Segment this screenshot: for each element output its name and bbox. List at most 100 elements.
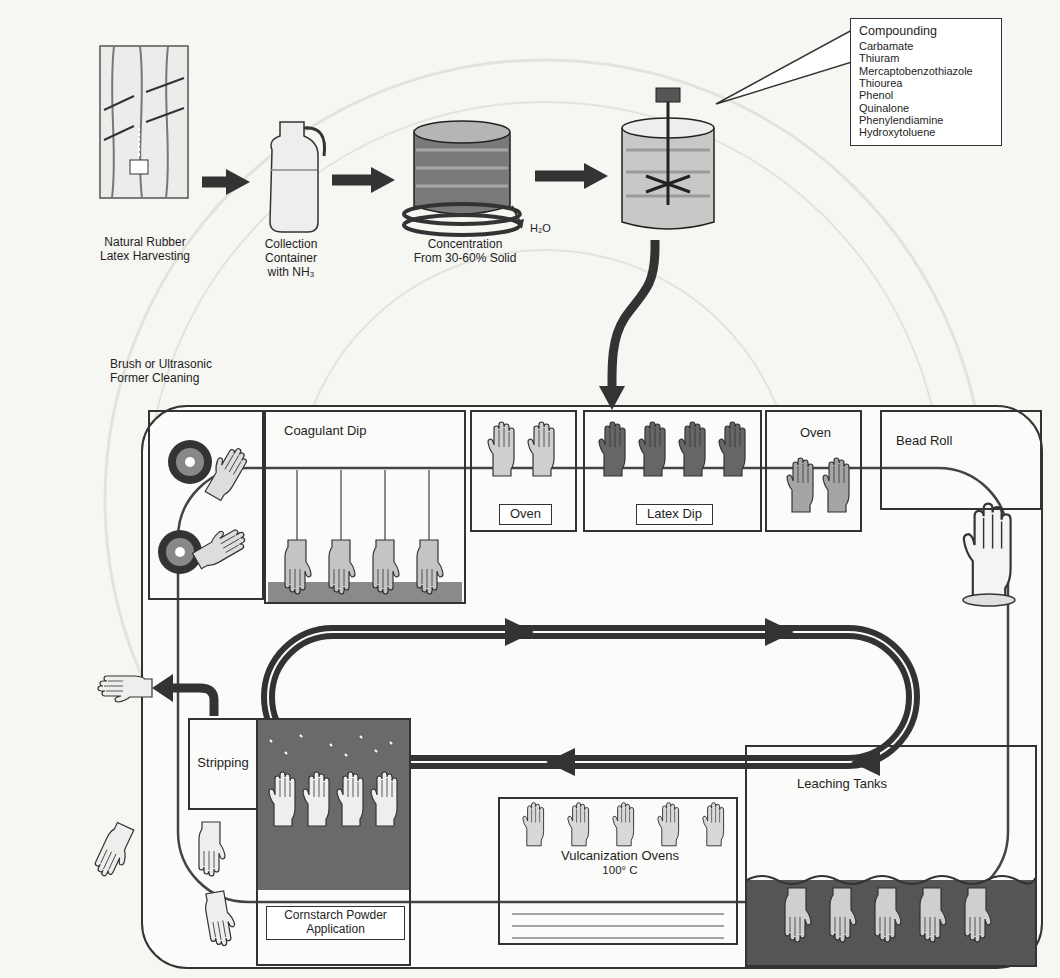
stage-caption: Collection Container with NH₃ — [255, 238, 327, 279]
latex-cup — [130, 160, 148, 174]
glove-former — [528, 422, 554, 476]
cleaning-brush — [185, 457, 195, 467]
text-area: Bead Roll — [896, 434, 1016, 449]
water-outlet-head — [515, 219, 524, 229]
glove-former — [523, 803, 544, 846]
glove-former — [703, 803, 724, 846]
temperature-value: 100° C — [510, 864, 730, 877]
process-station: Brush or Ultrasonic Former Cleaning — [148, 410, 264, 600]
text-area: Oven — [773, 426, 858, 441]
process-stage: Concentration From 30-60% Solid — [395, 95, 535, 280]
glove-former — [303, 772, 329, 826]
glove-former — [920, 888, 946, 942]
glove-former — [329, 540, 355, 594]
stream-label: H₂O — [530, 222, 551, 234]
latex-coated-former — [639, 422, 665, 476]
station-label: Oven — [499, 504, 552, 525]
glove-former — [658, 803, 679, 846]
flow-arrow — [332, 175, 371, 186]
text-area: Brush or Ultrasonic Former Cleaning — [110, 358, 228, 386]
bowl-rim — [414, 121, 510, 143]
stripped-glove — [199, 822, 225, 876]
glove-former — [417, 540, 443, 594]
text-area: Vulcanization Ovens100° C — [510, 849, 730, 877]
additive-item: Quinalone — [859, 102, 993, 114]
process-station: Coagulant Dip — [264, 410, 466, 604]
jug-handle — [304, 128, 325, 156]
bark-lines — [112, 46, 168, 198]
glove-former — [785, 888, 811, 942]
glove-former — [269, 772, 295, 826]
station-label: Oven — [773, 426, 858, 441]
former-rod — [297, 470, 429, 542]
station-label: Bead Roll — [896, 434, 1016, 449]
text-area: Collection Container with NH₃ — [255, 238, 327, 279]
latex-level — [271, 169, 317, 171]
glove-former — [568, 803, 589, 846]
station-label: Latex Dip — [636, 504, 713, 525]
additive-item: Thiuram — [859, 52, 993, 64]
process-station: Cornstarch Powder Application — [256, 718, 411, 966]
latex-coated-former — [679, 422, 705, 476]
glove-former — [875, 888, 901, 942]
glove-former — [371, 772, 397, 826]
additive-item: Hydroxytoluene — [859, 126, 993, 138]
process-stage: Collection Container with NH₃ — [250, 100, 332, 286]
process-station: Oven — [765, 410, 862, 532]
additive-item: Thiourea — [859, 77, 993, 89]
oven-grill — [512, 914, 724, 938]
bowl-stripes — [416, 150, 508, 186]
glove-former — [787, 458, 813, 512]
station-label: Stripping — [192, 756, 254, 771]
process-station: Latex Dip — [583, 410, 762, 532]
glove-former — [965, 888, 991, 942]
glove-former — [373, 540, 399, 594]
glove-former — [488, 422, 514, 476]
additive-item: Carbamate — [859, 40, 993, 52]
powder-chamber — [258, 720, 409, 890]
direction-arrow — [851, 748, 880, 776]
process-station: Leaching Tanks — [745, 745, 1037, 967]
glove-former — [823, 458, 849, 512]
stage-caption: Natural Rubber Latex Harvesting — [92, 236, 198, 264]
stripping-arrow — [172, 688, 214, 716]
powder-dust — [270, 735, 392, 756]
collection-jug — [270, 122, 318, 232]
process-station: Bead Roll — [880, 410, 1042, 510]
station-label: Leaching Tanks — [797, 777, 977, 792]
text-area: Latex Dip — [595, 504, 754, 525]
stripped-glove — [203, 890, 238, 948]
glove-former — [830, 888, 856, 942]
text-area: Natural Rubber Latex Harvesting — [92, 236, 198, 264]
tree-bark — [100, 46, 188, 198]
glove-former — [201, 442, 251, 502]
callout-panel: CompoundingCarbamateThiuramMercaptobenzo… — [850, 18, 1002, 146]
stripped-glove — [98, 676, 152, 702]
finished-glove — [964, 504, 1011, 601]
cleaning-brush — [175, 547, 185, 557]
additive-item: Phenol — [859, 89, 993, 101]
cleaning-brush — [166, 538, 194, 566]
rolled-bead — [963, 594, 1015, 606]
station-label: Coagulant Dip — [284, 424, 424, 439]
former-track — [178, 468, 1008, 902]
latex-coated-former — [719, 422, 745, 476]
water-surface — [747, 876, 1035, 884]
latex-drip — [138, 128, 140, 158]
additive-heading: Compounding — [859, 24, 993, 38]
flow-arrow — [535, 171, 584, 182]
text-area: Oven — [480, 504, 571, 525]
process-station: Vulcanization Ovens100° C — [498, 797, 738, 945]
additive-item: Phenylendiamine — [859, 114, 993, 126]
stripping-arrow-head — [152, 674, 173, 702]
station-label: Vulcanization Ovens — [510, 849, 730, 864]
compounding-tank: CompoundingCarbamateThiuramMercaptobenzo… — [608, 12, 1006, 240]
latex-coated-former — [599, 422, 625, 476]
text-area: Concentration From 30-60% Solid — [413, 238, 517, 266]
callout-tail — [716, 30, 852, 104]
glove-former — [285, 540, 311, 594]
stirrer-shaft — [667, 100, 670, 205]
glove-former — [613, 803, 634, 846]
